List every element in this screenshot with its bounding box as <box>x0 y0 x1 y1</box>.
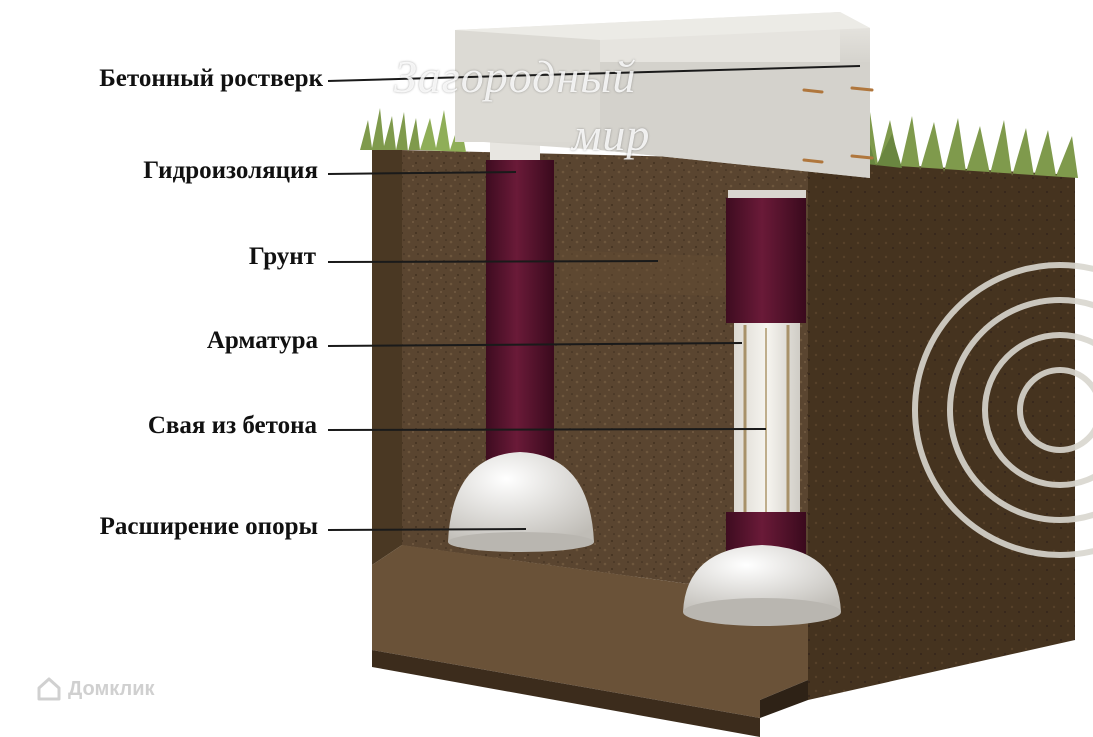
label-pile-base: Расширение опоры <box>100 512 318 542</box>
soil-right-face <box>808 160 1075 700</box>
leader-line-soil <box>328 261 658 262</box>
watermark: Домклик <box>36 676 155 702</box>
leader-line-pile <box>328 429 766 430</box>
soil-left-wall <box>372 150 402 565</box>
watermark-text: Домклик <box>68 678 155 701</box>
label-rebar: Арматура <box>207 326 318 356</box>
leader-line-base <box>328 529 526 530</box>
brand-logo-line-1: Загородный <box>394 50 636 103</box>
home-icon <box>36 676 62 702</box>
label-concrete-pile: Свая из бетона <box>148 411 317 441</box>
brand-logo-line-2: мир <box>572 108 650 161</box>
label-waterproofing: Гидроизоляция <box>143 156 318 186</box>
label-soil: Грунт <box>249 242 316 272</box>
label-concrete-grillage: Бетонный ростверк <box>99 64 323 94</box>
